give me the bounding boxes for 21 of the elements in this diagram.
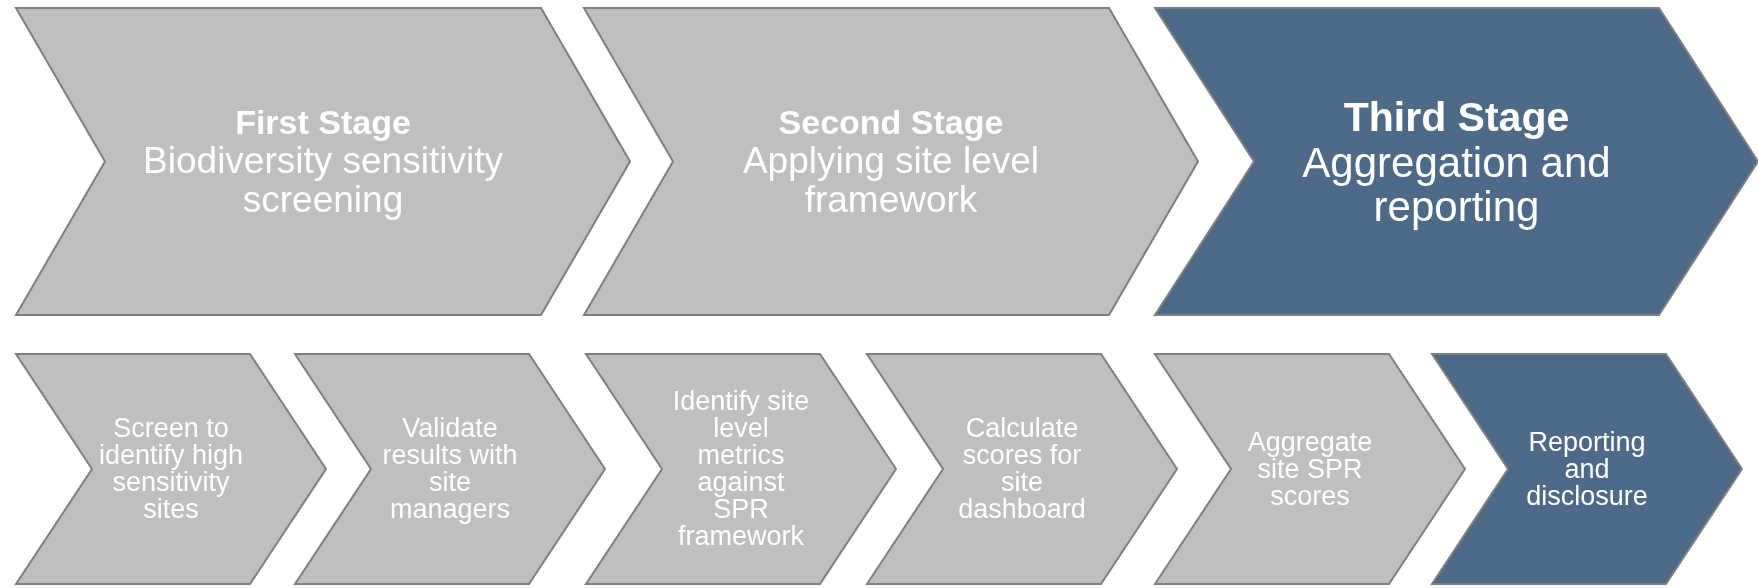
- step-text: Validate results with site managers: [381, 415, 519, 523]
- chevron-step: [1155, 8, 1758, 315]
- chevron-step: [16, 8, 630, 315]
- step-text: Aggregate site SPR scores: [1246, 428, 1374, 510]
- step-text: Calculate scores for site dashboard: [957, 415, 1087, 523]
- chevron-step: [16, 354, 326, 584]
- stage-description: Aggregation and reporting: [1301, 140, 1612, 230]
- chevron-step: [1432, 354, 1742, 584]
- stage-description: Applying site level framework: [741, 142, 1041, 220]
- stage-heading: Third Stage: [1343, 93, 1570, 141]
- stage-description: Biodiversity sensitivity screening: [142, 142, 504, 220]
- step-text: Identify site level metrics against SPR framework: [671, 388, 811, 550]
- step-text: Reporting and disclosure: [1525, 428, 1649, 510]
- chevron-step: [295, 354, 605, 584]
- chevron-step: [1155, 354, 1465, 584]
- chevron-step: [586, 354, 896, 584]
- stage-heading: Second Stage: [778, 103, 1004, 143]
- step-text: Screen to identify high sensitivity sites: [97, 415, 245, 523]
- stage-heading: First Stage: [235, 103, 411, 143]
- chevron-step: [584, 8, 1198, 315]
- chevron-step: [867, 354, 1177, 584]
